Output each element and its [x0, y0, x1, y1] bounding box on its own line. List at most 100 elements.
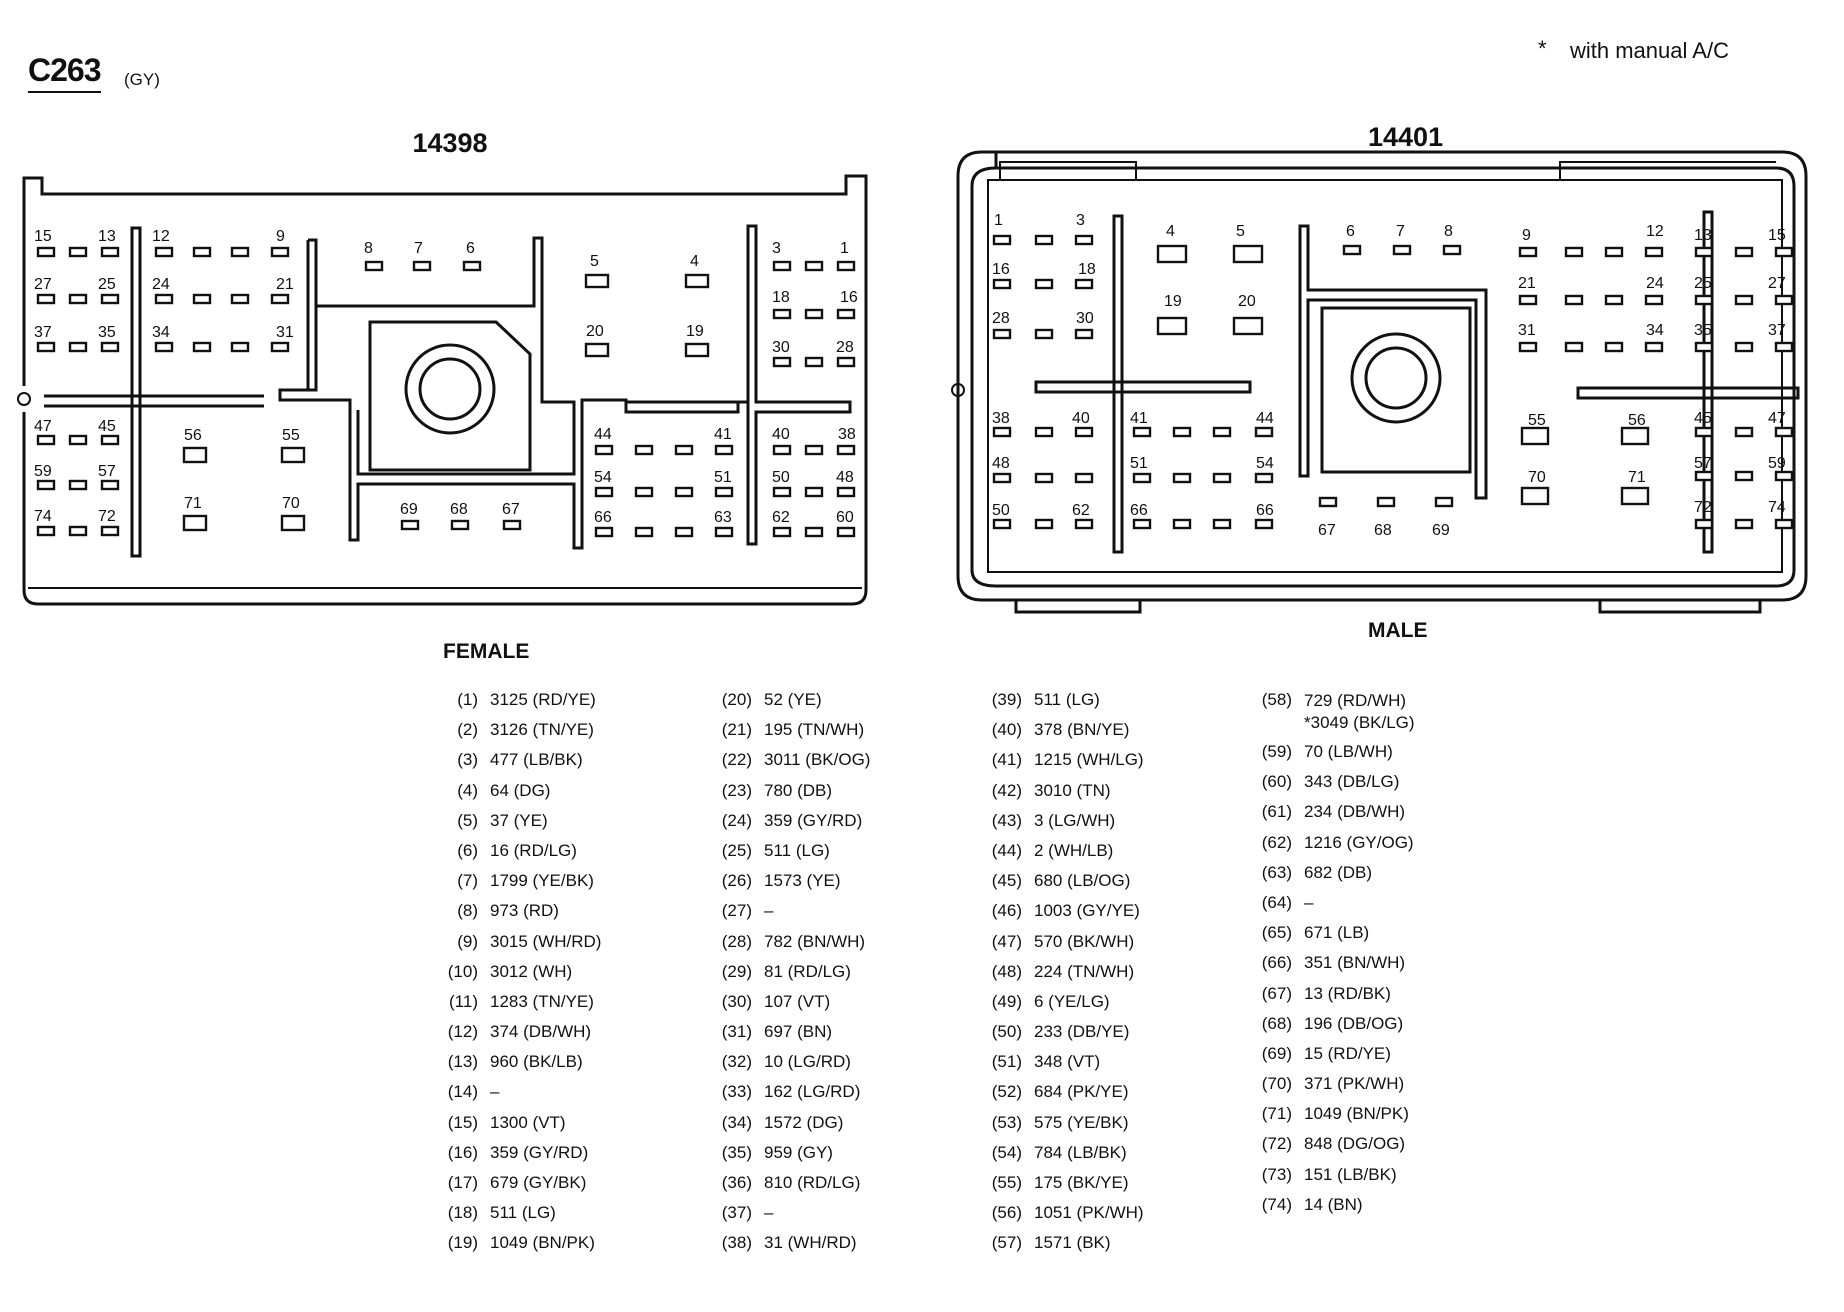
pin-number: (30)	[721, 991, 752, 1011]
pin-number: (18)	[447, 1203, 478, 1223]
pin-circuit: 1215 (WH/LG)	[1034, 750, 1144, 770]
pin-cavity	[192, 341, 212, 353]
pin-cavity	[1694, 294, 1714, 306]
pin-circuit: 1003 (GY/YE)	[1034, 901, 1140, 921]
cavity-label: 18	[1078, 261, 1096, 278]
pin-circuit: 511 (LG)	[490, 1203, 556, 1223]
pin-cavity	[1694, 426, 1714, 438]
pin-cavity	[674, 486, 694, 498]
pin-cavity	[1034, 328, 1054, 340]
pin-circuit: 162 (LG/RD)	[764, 1082, 861, 1102]
pin-number: (10)	[447, 961, 478, 981]
pin-cavity	[68, 293, 88, 305]
pin-cavity	[1434, 496, 1454, 508]
pin-circuit: 780 (DB)	[764, 780, 833, 800]
pin-number: (65)	[1261, 923, 1292, 943]
pin-cavity	[462, 260, 482, 272]
pin-row: (17)679 (GY/BK)	[438, 1173, 601, 1203]
pin-row: (2)3126 (TN/YE)	[438, 720, 601, 750]
pin-circuit: 848 (DG/OG)	[1304, 1134, 1406, 1154]
note-text: with manual A/C	[1570, 38, 1729, 63]
cavity-label: 50	[992, 502, 1010, 519]
pin-circuit: 1049 (BN/PK)	[1304, 1104, 1409, 1124]
pin-circuit: 1051 (PK/WH)	[1034, 1203, 1144, 1223]
pin-cavity	[1074, 472, 1094, 484]
pin-number: (16)	[447, 1142, 478, 1162]
cavity-label: 34	[152, 324, 170, 341]
cavity-label: 44	[1256, 410, 1274, 427]
cavity-label: 56	[184, 427, 202, 444]
pin-cavity	[674, 526, 694, 538]
pin-row: (69)15 (RD/YE)	[1252, 1044, 1415, 1074]
pin-cavity	[1132, 426, 1152, 438]
pin-number: (45)	[991, 871, 1022, 891]
pin-cavity	[684, 342, 710, 358]
pin-number: (74)	[1261, 1194, 1292, 1214]
cavity-label: 55	[1528, 412, 1546, 429]
pin-number: (5)	[457, 810, 478, 830]
pin-cavity	[772, 444, 792, 456]
right-key-circle	[951, 383, 965, 397]
pin-number: (13)	[447, 1052, 478, 1072]
pin-cavity	[772, 308, 792, 320]
pin-cavity	[772, 356, 792, 368]
cavity-label: 67	[502, 501, 520, 518]
pin-row: (40)378 (BN/YE)	[982, 720, 1144, 750]
pin-cavity	[1074, 518, 1094, 530]
pin-circuit: –	[1304, 892, 1314, 912]
pin-row: (27)–	[712, 901, 870, 931]
pin-number: (32)	[721, 1052, 752, 1072]
pin-row: (42)3010 (TN)	[982, 781, 1144, 811]
pin-cavity	[836, 486, 856, 498]
cavity-label: 31	[276, 324, 294, 341]
cavity-label: 55	[282, 427, 300, 444]
pin-row: (41)1215 (WH/LG)	[982, 750, 1144, 780]
pin-number: (2)	[457, 720, 478, 740]
cavity-label: 44	[594, 426, 612, 443]
pin-number: (48)	[991, 961, 1022, 981]
pin-circuit: –	[490, 1082, 500, 1102]
pin-cavity	[594, 526, 614, 538]
pin-cavity	[68, 246, 88, 258]
pin-cavity	[714, 486, 734, 498]
pin-cavity	[714, 444, 734, 456]
cavity-label: 59	[34, 463, 52, 480]
pin-row: (57)1571 (BK)	[982, 1233, 1144, 1263]
pin-cavity	[1034, 234, 1054, 246]
pin-circuit-alternate: *3049 (BK/LG)	[1304, 713, 1415, 732]
cavity-label: 24	[152, 276, 170, 293]
cavity-label: 38	[992, 410, 1010, 427]
pin-row: (1)3125 (RD/YE)	[438, 690, 601, 720]
pin-cavity	[594, 444, 614, 456]
cavity-label: 34	[1646, 322, 1664, 339]
cavity-label: 70	[282, 495, 300, 512]
cavity-label: 66	[594, 509, 612, 526]
pin-table-col-3: (39)511 (LG)(40)378 (BN/YE)(41)1215 (WH/…	[982, 690, 1144, 1264]
pin-cavity	[594, 486, 614, 498]
pin-circuit: 511 (LG)	[1034, 690, 1100, 709]
pin-cavity	[412, 260, 432, 272]
pin-cavity	[230, 341, 250, 353]
pin-cavity	[1172, 472, 1192, 484]
pin-row: (53)575 (YE/BK)	[982, 1113, 1144, 1143]
pin-row: (45)680 (LB/OG)	[982, 871, 1144, 901]
cavity-label: 62	[1072, 502, 1090, 519]
pin-circuit: 224 (TN/WH)	[1034, 961, 1135, 981]
pin-number: (37)	[721, 1203, 752, 1223]
pin-cavity	[450, 519, 470, 531]
pin-cavity	[1604, 294, 1624, 306]
cavity-label: 66	[1256, 502, 1274, 519]
cavity-label: 71	[184, 495, 202, 512]
pin-cavity	[714, 526, 734, 538]
pin-circuit: 52 (YE)	[764, 690, 822, 709]
cavity-label: 25	[1694, 275, 1712, 292]
pin-cavity	[1172, 518, 1192, 530]
left-key-circle	[17, 392, 31, 406]
cavity-label: 51	[714, 469, 732, 486]
cavity-label: 66	[1130, 502, 1148, 519]
pin-row: (48) 224 (TN/WH)	[982, 962, 1144, 992]
pin-row: (73)151 (LB/BK)	[1252, 1165, 1415, 1195]
pin-number: (64)	[1261, 892, 1292, 912]
pin-cavity	[280, 446, 306, 464]
pin-cavity	[1620, 426, 1650, 446]
